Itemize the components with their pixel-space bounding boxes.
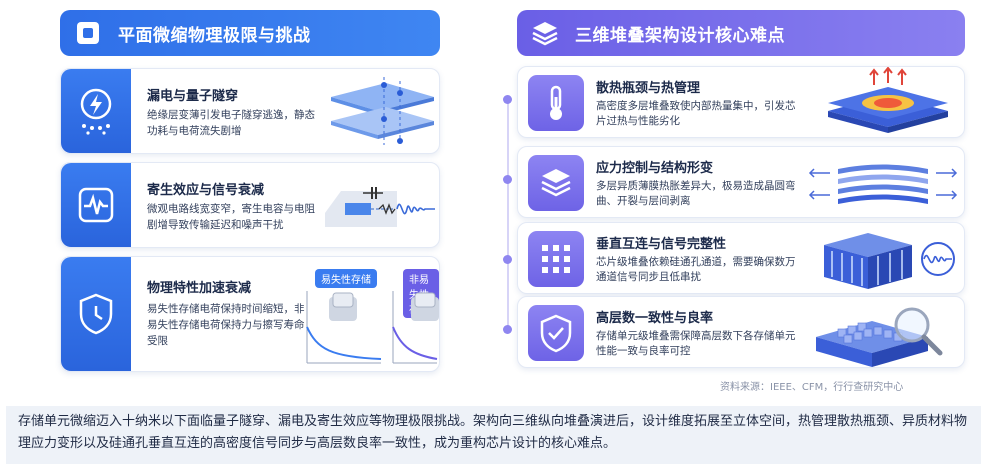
right-card-stress: 应力控制与结构形变 多层异质薄膜热胀差异大，极易造成晶圆弯曲、开裂与层间剥离 — [517, 146, 965, 218]
nonvolatile-decay-chart — [392, 291, 439, 364]
card-title: 高层数一致性与良率 — [596, 311, 714, 326]
layers-stack-icon — [541, 169, 571, 197]
left-card-leakage: 漏电与量子隧穿 绝缘层变薄引发电子隧穿逃逸，静态功耗与电荷流失剧增 — [60, 68, 440, 154]
card-desc: 绝缘层变薄引发电子隧穿逃逸，静态功耗与电荷流失剧增 — [147, 109, 315, 137]
card-title: 垂直互连与信号完整性 — [596, 237, 727, 252]
volatile-decay-chart — [306, 291, 382, 364]
right-card-interconnect: 垂直互连与信号完整性 芯片级堆叠依赖硅通孔通道，需要确保数万通道信号同步且低串扰 — [517, 222, 965, 294]
right-card-icon-box — [528, 75, 584, 131]
cell-array-magnifier-illustration — [816, 307, 943, 367]
left-header: 平面微缩物理极限与挑战 — [60, 10, 440, 56]
timeline-dot — [503, 255, 512, 264]
card-desc: 多层异质薄膜热胀差异大，极易造成晶圆弯曲、开裂与层间剥离 — [596, 180, 796, 207]
chip-icon — [77, 22, 99, 44]
card-desc: 微观电路线宽变窄，寄生电容与电阻剧增导致传输延迟和噪声干扰 — [147, 203, 315, 231]
signal-monitor-icon — [78, 187, 114, 223]
tunneling-layers-illustration — [331, 77, 434, 147]
card-desc: 存储单元级堆叠需保障高层数下各存储单元性能一致与良率可控 — [596, 330, 796, 357]
thermometer-icon — [550, 85, 562, 120]
left-header-title: 平面微缩物理极限与挑战 — [118, 25, 311, 46]
right-header-title: 三维堆叠架构设计核心难点 — [575, 25, 785, 46]
right-card-yield: 高层数一致性与良率 存储单元级堆叠需保障高层数下各存储单元性能一致与良率可控 — [517, 296, 965, 368]
left-card-parasitic: 寄生效应与信号衰减 微观电路线宽变窄，寄生电容与电阻剧增导致传输延迟和噪声干扰 — [60, 162, 440, 248]
warped-layers-illustration — [808, 164, 958, 204]
lightning-icon — [80, 88, 112, 135]
shield-clock-icon — [79, 293, 113, 335]
card-desc: 芯片级堆叠依赖硅通孔通道，需要确保数万通道信号同步且低串扰 — [596, 256, 796, 283]
summary-text: 存储单元微缩迈入十纳米以下面临量子隧穿、漏电及寄生效应等物理极限挑战。架构向三维… — [6, 406, 981, 464]
heat-stack-illustration — [828, 67, 948, 133]
card-title: 寄生效应与信号衰减 — [147, 183, 265, 198]
shield-check-icon — [540, 314, 572, 353]
right-card-icon-box — [528, 305, 584, 361]
card-title: 漏电与量子隧穿 — [147, 89, 239, 104]
left-card-icon-box — [61, 257, 131, 371]
right-card-thermal: 散热瓶颈与热管理 高密度多层堆叠致使内部热量集中，引发芯片过热与性能劣化 — [517, 66, 965, 138]
timeline-line — [507, 97, 509, 329]
left-card-icon-box — [61, 163, 131, 247]
card-desc: 易失性存储电荷保持时间缩短，非易失性存储电荷保持力与擦写寿命受限 — [147, 303, 305, 347]
right-header: 三维堆叠架构设计核心难点 — [517, 10, 965, 56]
parasitic-circuit-illustration — [325, 187, 435, 227]
timeline-dot — [503, 175, 512, 184]
grid-array-icon — [542, 245, 570, 273]
tsv-stack-illustration — [824, 233, 955, 289]
left-card-icon-box — [61, 69, 131, 153]
card-title: 物理特性加速衰减 — [147, 281, 252, 296]
right-card-icon-box — [528, 231, 584, 287]
timeline-dot — [503, 325, 512, 334]
card-title: 散热瓶颈与热管理 — [596, 81, 701, 96]
left-card-degradation: 物理特性加速衰减 易失性存储电荷保持时间缩短，非易失性存储电荷保持力与擦写寿命受… — [60, 256, 440, 372]
timeline-dot — [503, 95, 512, 104]
right-card-icon-box — [528, 155, 584, 211]
volatile-tag: 易失性存储 — [315, 269, 377, 288]
layers-icon — [532, 22, 558, 46]
card-title: 应力控制与结构形变 — [596, 161, 714, 176]
source-note: 资料来源：IEEE、CFM，行行查研究中心 — [720, 382, 904, 393]
card-desc: 高密度多层堆叠致使内部热量集中，引发芯片过热与性能劣化 — [596, 100, 796, 127]
